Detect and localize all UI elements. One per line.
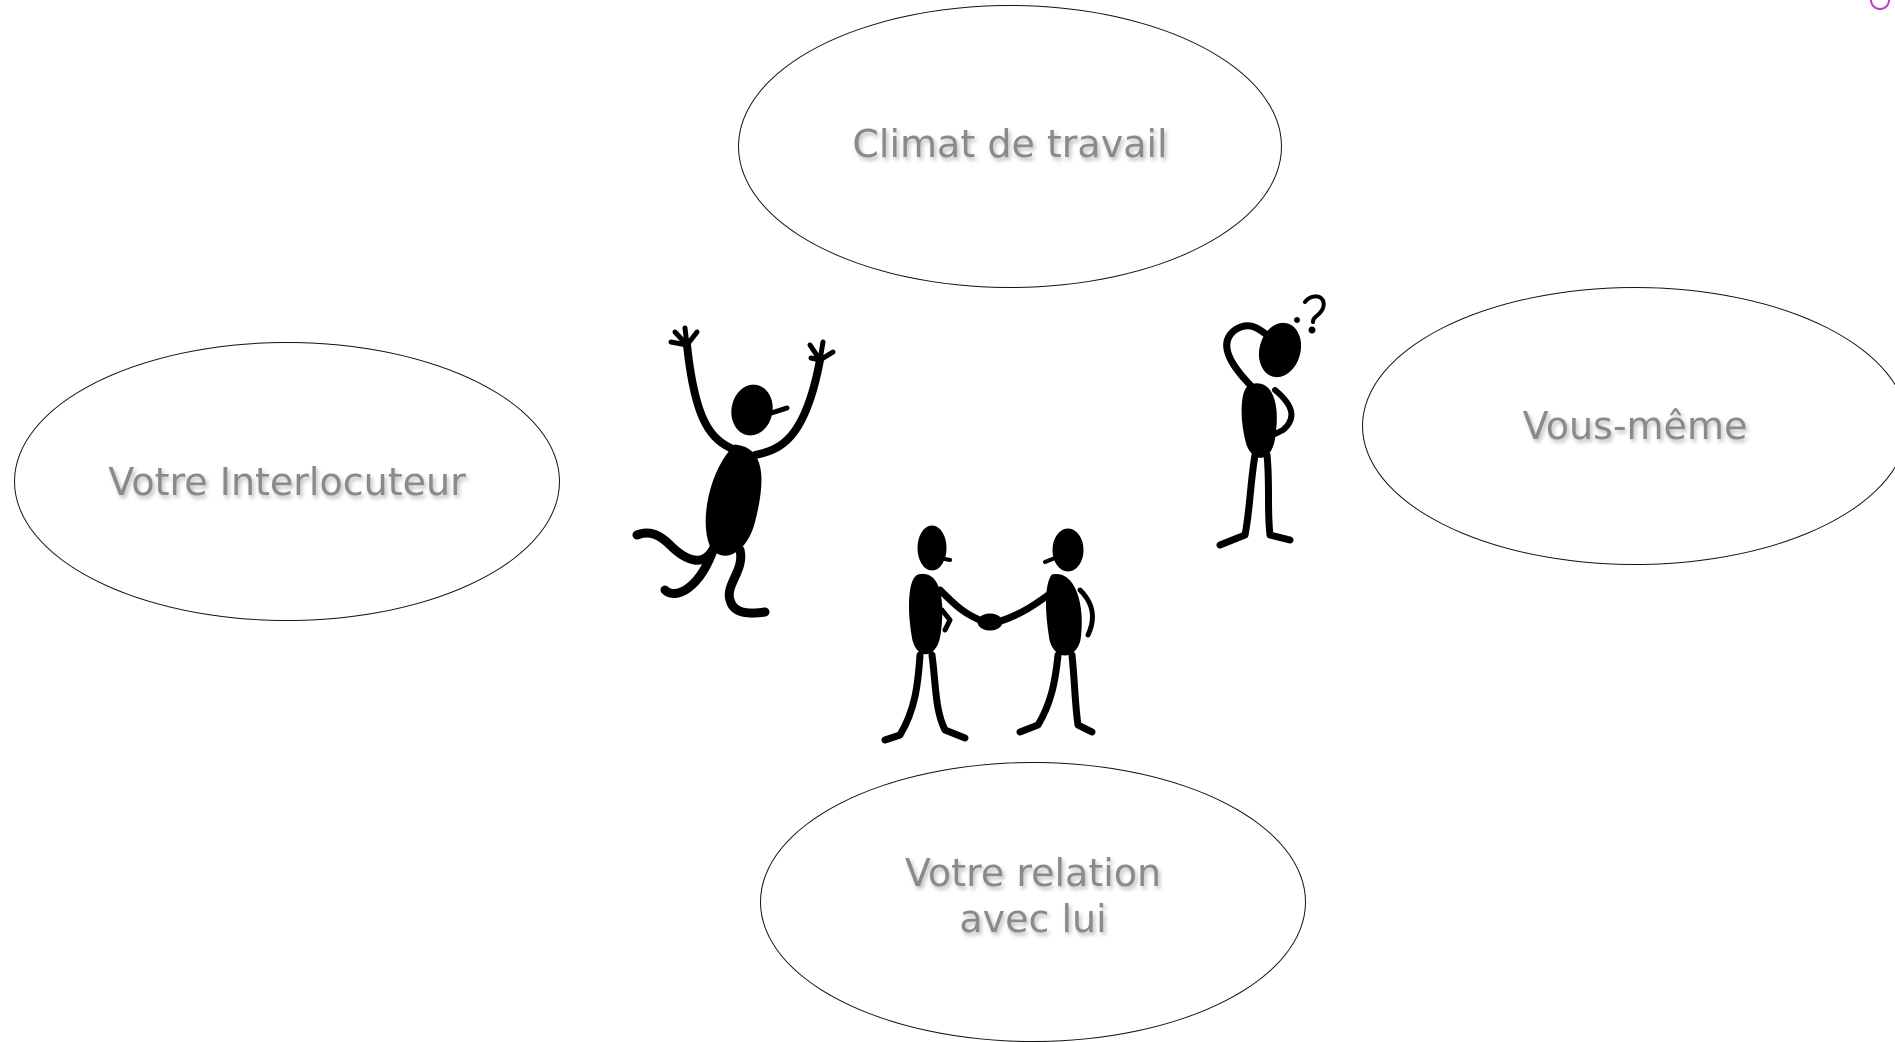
- node-votre-relation: Votre relation avec lui: [760, 762, 1306, 1042]
- node-climat-de-travail: Climat de travail: [738, 5, 1282, 288]
- node-label: Votre Interlocuteur: [108, 459, 466, 504]
- jumping-figure-icon: [632, 325, 836, 618]
- node-vous-meme: Vous-même: [1362, 287, 1895, 565]
- node-label: Votre relation avec lui: [904, 851, 1162, 941]
- node-label: Vous-même: [1522, 404, 1748, 448]
- node-label: Climat de travail: [852, 121, 1168, 166]
- corner-accent: [1870, 0, 1890, 10]
- thinking-figure-icon: [1216, 294, 1326, 549]
- node-votre-interlocuteur: Votre Interlocuteur: [14, 342, 560, 621]
- handshake-figures-icon: [881, 525, 1096, 744]
